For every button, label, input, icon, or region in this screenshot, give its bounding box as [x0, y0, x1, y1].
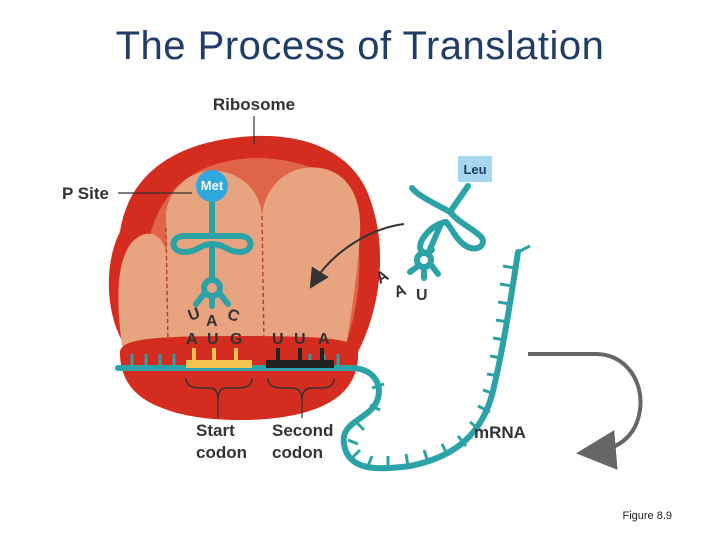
anticodon-base-2: A	[206, 313, 218, 330]
leu-label: Leu	[463, 162, 486, 177]
entry-arrow	[309, 223, 405, 289]
trna-met	[170, 197, 254, 309]
start-codon-label-2: codon	[196, 443, 247, 462]
p-site-label: P Site	[62, 184, 109, 203]
second-codon-base-3: A	[318, 331, 330, 348]
trna-leu	[407, 183, 486, 281]
incoming-anticodon-base-3: U	[416, 287, 428, 304]
anticodon-base-1: U	[186, 305, 203, 325]
start-codon-segment	[186, 348, 252, 368]
second-codon-label-2: codon	[272, 443, 323, 462]
ribosome	[108, 135, 381, 420]
ribosome-lobe-left	[118, 233, 168, 346]
start-codon-base-2: U	[207, 331, 219, 348]
start-codon-base-1: A	[186, 331, 198, 348]
second-codon-label-1: Second	[272, 421, 333, 440]
ribosome-lobe-a-site	[262, 167, 361, 346]
second-codon-base-1: U	[272, 331, 284, 348]
movement-arrow	[528, 352, 643, 470]
start-codon-label-1: Start	[196, 421, 235, 440]
leu-amino-acid-icon	[458, 156, 492, 182]
second-codon-base-2: U	[294, 331, 306, 348]
slide-title: The Process of Translation	[115, 24, 605, 68]
second-codon-segment	[266, 348, 334, 368]
incoming-anticodon-base-2: A	[392, 281, 409, 301]
mrna-strand	[115, 244, 531, 472]
figure-caption: Figure 8.9	[622, 510, 672, 522]
met-label: Met	[201, 178, 224, 193]
mrna-label: mRNA	[474, 423, 526, 442]
met-amino-acid-icon	[196, 170, 228, 202]
start-codon-base-3: G	[230, 331, 242, 348]
ribosome-label: Ribosome	[213, 95, 295, 114]
